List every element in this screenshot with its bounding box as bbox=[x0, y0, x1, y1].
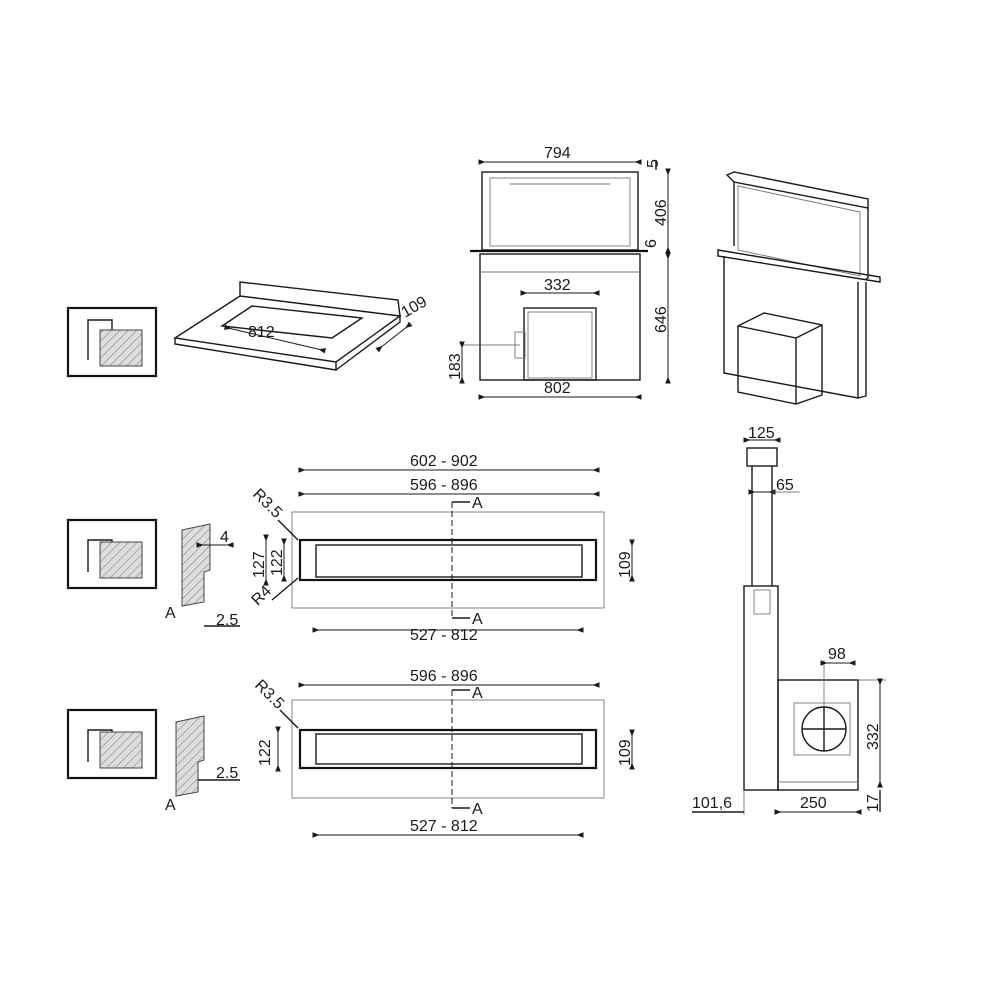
side-view: 125 65 98 332 17 101,6 250 bbox=[692, 425, 886, 815]
install-icon-countertop bbox=[66, 306, 158, 378]
install-icon-flush bbox=[66, 518, 158, 590]
dim-radius-outer: R3.5 bbox=[249, 486, 285, 522]
plan-flush: A A 602 - 902 596 - 896 527 - 812 109 12… bbox=[165, 453, 635, 644]
detail-offset: 2.5 bbox=[216, 612, 238, 629]
section-marker-top: A bbox=[472, 685, 483, 702]
detail-offset: 2.5 bbox=[216, 765, 238, 782]
dim-depth-inner: 122 bbox=[269, 549, 286, 576]
section-marker-bottom: A bbox=[472, 611, 483, 628]
section-marker-top: A bbox=[472, 495, 483, 512]
dim-inner-length: 527 - 812 bbox=[410, 818, 478, 835]
dim-top-gap: 5 bbox=[645, 159, 662, 168]
dim-countertop-width: 812 bbox=[248, 324, 275, 341]
dim-outer: 602 - 902 bbox=[410, 453, 478, 470]
dim-height-up: 406 bbox=[653, 199, 670, 226]
countertop-iso: 812 109 bbox=[173, 281, 431, 371]
plan-top: A A 596 - 896 527 - 812 109 122 R3.5 2.5… bbox=[165, 668, 635, 838]
install-icon-top bbox=[66, 708, 158, 780]
dim-height-down: 646 bbox=[653, 306, 670, 333]
dim-fan-offset: 98 bbox=[828, 646, 846, 663]
dim-base-width: 802 bbox=[544, 380, 571, 397]
dim-base-gap: 17 bbox=[865, 794, 882, 812]
dim-outlet-height: 183 bbox=[447, 353, 464, 380]
dim-cutout: 596 - 896 bbox=[410, 477, 478, 494]
detail-step: 4 bbox=[220, 529, 229, 546]
dim-counter-thickness: 6 bbox=[643, 239, 660, 248]
dim-top-width: 125 bbox=[748, 425, 775, 442]
front-view: 794 5 406 6 646 332 183 802 bbox=[447, 145, 671, 400]
dim-inner-length: 527 - 812 bbox=[410, 627, 478, 644]
dim-depth-outer: 127 bbox=[251, 551, 268, 578]
dim-column-depth: 101,6 bbox=[692, 795, 732, 812]
dim-motor-depth: 250 bbox=[800, 795, 827, 812]
dim-countertop-depth: 109 bbox=[399, 293, 431, 321]
dim-motor-height: 332 bbox=[865, 723, 882, 750]
section-marker-bottom: A bbox=[472, 801, 483, 818]
detail-label: A bbox=[165, 605, 176, 622]
product-iso bbox=[717, 171, 881, 405]
dim-duct-width: 65 bbox=[776, 477, 794, 494]
detail-label: A bbox=[165, 797, 176, 814]
dim-cutout: 596 - 896 bbox=[410, 668, 478, 685]
dim-motor-width: 332 bbox=[544, 277, 571, 294]
dim-top-width: 794 bbox=[544, 145, 571, 162]
dim-depth-unit: 109 bbox=[617, 551, 634, 578]
dim-radius-inner: R4 bbox=[249, 583, 276, 610]
dim-depth-unit: 109 bbox=[617, 739, 634, 766]
dim-depth: 122 bbox=[257, 739, 274, 766]
dim-radius: R3.5 bbox=[251, 677, 287, 713]
